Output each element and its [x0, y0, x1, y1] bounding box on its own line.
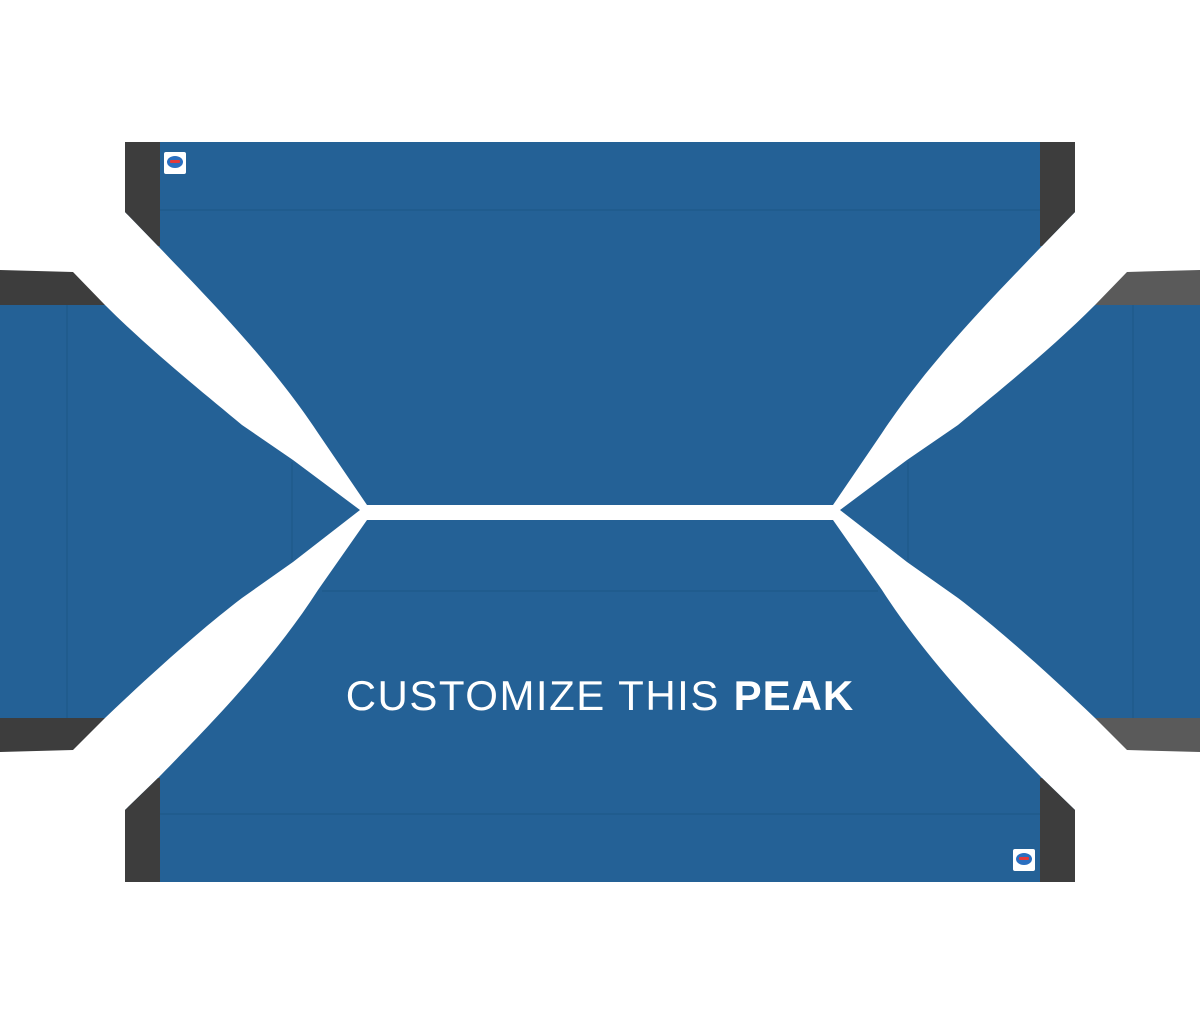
bottom-left-trim [125, 778, 160, 882]
right-top-trim [1095, 270, 1200, 305]
top-left-trim [125, 142, 160, 246]
top-right-trim [1040, 142, 1075, 246]
brand-badge-mark [167, 156, 183, 168]
brand-badge-mark [1016, 853, 1032, 865]
cta-light-text: CUSTOMIZE THIS [345, 672, 720, 719]
bottom-panel-fill [125, 520, 1075, 882]
left-bottom-trim [0, 718, 105, 752]
bottom-right-trim [1040, 778, 1075, 882]
left-panel[interactable] [0, 270, 360, 752]
bottom-panel[interactable] [125, 520, 1075, 882]
customize-peak-button[interactable]: CUSTOMIZE THIS PEAK [0, 672, 1200, 720]
top-panel-fill [125, 142, 1075, 505]
cta-bold-text: PEAK [733, 672, 855, 719]
left-top-trim [0, 270, 105, 305]
left-panel-fill [0, 305, 360, 718]
brand-badge-icon [164, 152, 186, 174]
right-panel-fill [840, 305, 1200, 718]
right-bottom-trim [1095, 718, 1200, 752]
top-panel[interactable] [125, 142, 1075, 505]
brand-badge-icon [1013, 849, 1035, 871]
right-panel[interactable] [840, 270, 1200, 752]
